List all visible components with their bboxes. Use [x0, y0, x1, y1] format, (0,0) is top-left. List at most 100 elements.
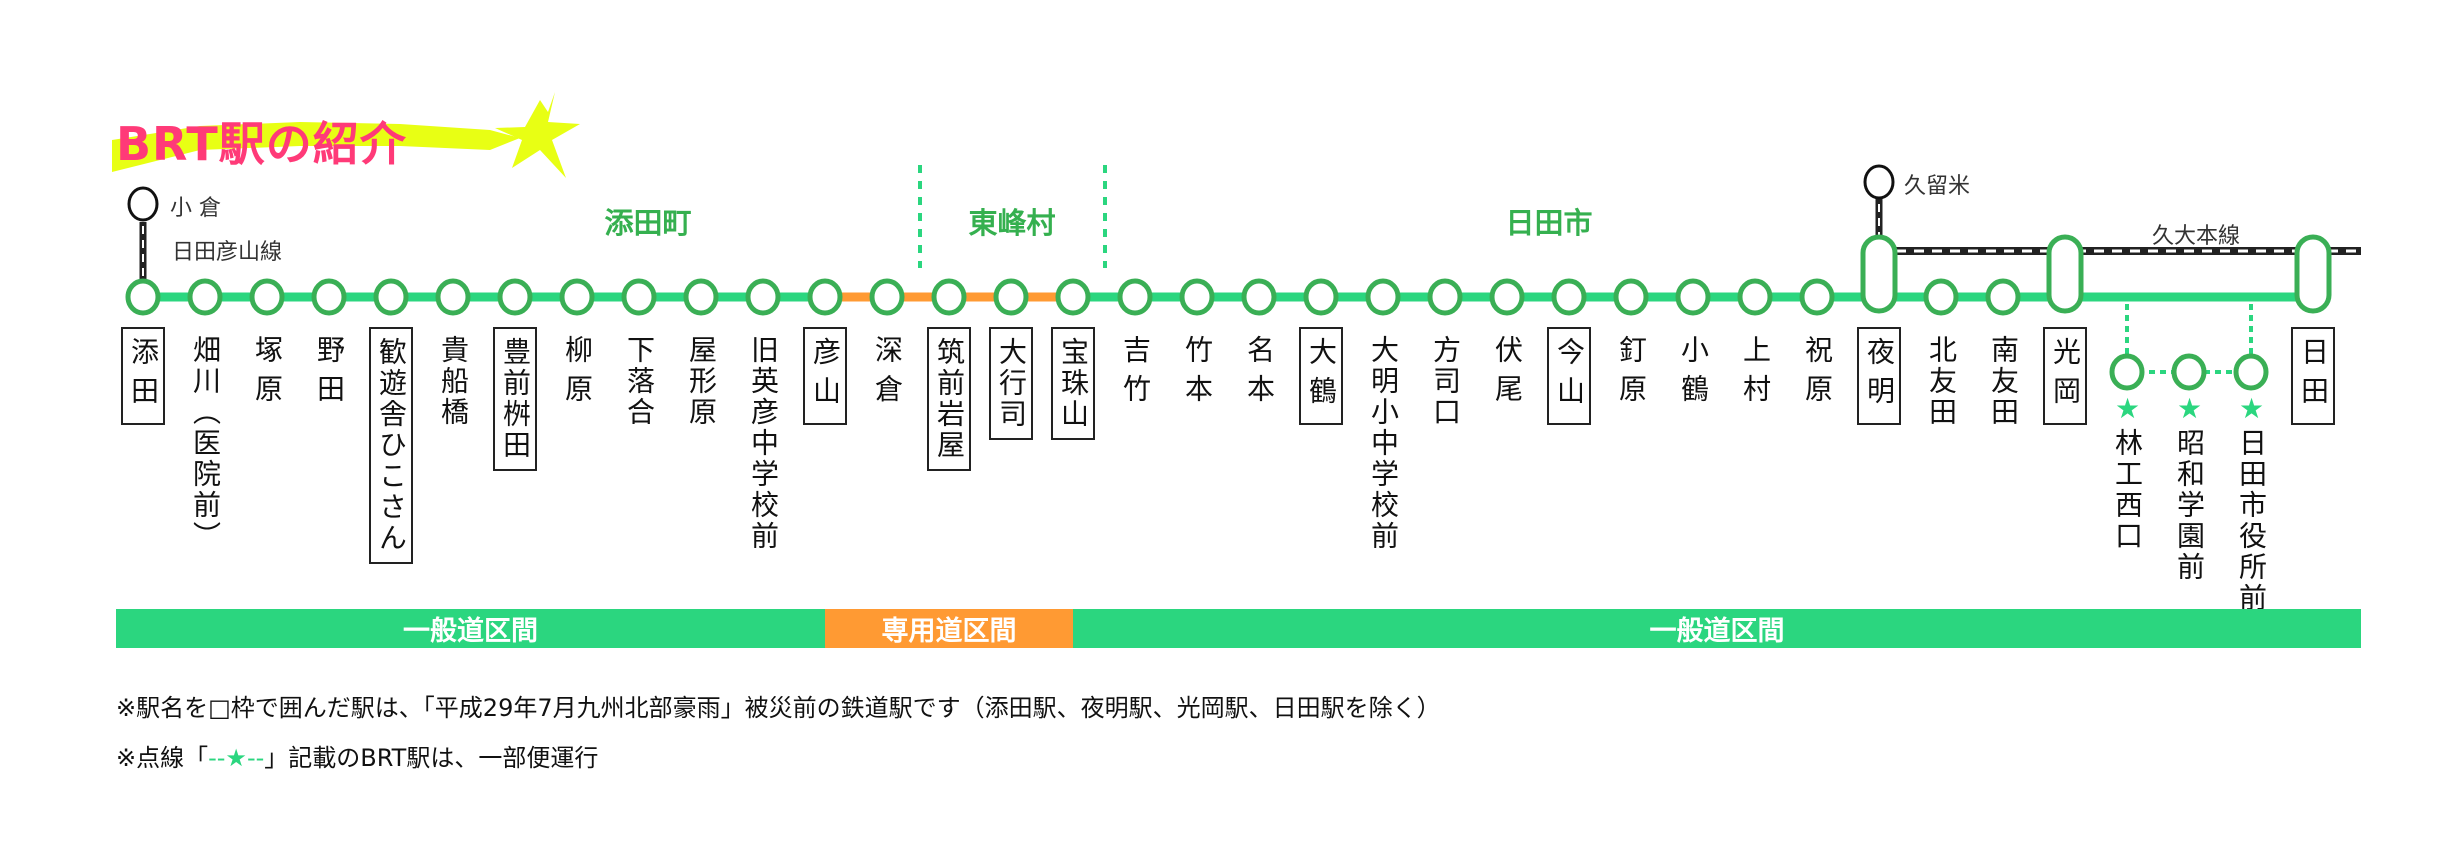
station-marker: [1365, 278, 1401, 316]
station-label: 下落合: [623, 335, 656, 428]
note-2: ※点線「--★--」記載のBRT駅は、一部便運行: [116, 738, 598, 773]
star-station-name: 昭和学園前: [2173, 428, 2206, 583]
section-general-road-2: 一般道区間: [1073, 609, 2361, 648]
station-label: 大行司: [989, 327, 1033, 440]
station-marker: [187, 278, 223, 316]
star-station-name: 日田市役所前: [2235, 428, 2268, 614]
station-marker: [249, 278, 285, 316]
station-marker: [1427, 278, 1463, 316]
station-label: 畑川（医院前）: [189, 335, 222, 552]
note-1: ※駅名を□枠で囲んだ駅は、「平成29年7月九州北部豪雨」被災前の鉄道駅です（添田…: [116, 688, 1441, 723]
section-dedicated-road: 専用道区間: [825, 609, 1073, 648]
section-general-road-1: 一般道区間: [116, 609, 825, 648]
station-marker-capsule: [1860, 234, 1898, 314]
station-label: 上村: [1739, 335, 1772, 413]
page-title: BRT駅の紹介: [116, 117, 407, 171]
kurume-station-icon: [1863, 164, 1895, 200]
station-label: 大明小中学校前: [1367, 335, 1400, 552]
station-marker: [1923, 278, 1959, 316]
kokura-station-icon: [127, 186, 159, 222]
station-label: 添田: [121, 327, 165, 425]
star-station-marker: [2109, 353, 2145, 391]
station-marker: [1117, 278, 1153, 316]
station-marker: [1675, 278, 1711, 316]
station-label: 祝原: [1801, 335, 1834, 413]
note-1-text-a: ※駅名を: [116, 694, 209, 722]
station-marker: [869, 278, 905, 316]
station-label: 柳原: [561, 335, 594, 413]
box-symbol: □: [208, 694, 231, 722]
hitahikosan-line-label: 日田彦山線: [172, 240, 283, 265]
station-label: 野田: [313, 335, 346, 413]
station-marker: [1799, 278, 1835, 316]
station-marker: [1737, 278, 1773, 316]
station-marker: [373, 278, 409, 316]
station-label: 伏尾: [1491, 335, 1524, 413]
station-label: 塚原: [251, 335, 284, 413]
region-toho: 東峰村: [968, 206, 1056, 240]
station-marker: [1179, 278, 1215, 316]
station-label: 貴船橋: [437, 335, 470, 428]
star-station-marker: [2171, 353, 2207, 391]
station-marker: [1055, 278, 1091, 316]
station-marker: [1551, 278, 1587, 316]
station-marker: [1241, 278, 1277, 316]
star-icon: ★: [2235, 392, 2268, 428]
station-label: 筑前岩屋: [927, 327, 971, 471]
station-label: 夜明: [1857, 327, 1901, 425]
station-marker: [311, 278, 347, 316]
star-station-marker: [2233, 353, 2269, 391]
station-marker: [683, 278, 719, 316]
star-icon: [495, 92, 580, 178]
station-marker: [1985, 278, 2021, 316]
station-marker: [1303, 278, 1339, 316]
station-marker: [435, 278, 471, 316]
note-2-text-a: ※点線「: [116, 744, 209, 772]
kyudai-line-label: 久大本線: [2152, 224, 2241, 249]
note-1-text-b: 枠で囲んだ駅は、「平成29年7月九州北部豪雨」被災前の鉄道駅です（添田駅、夜明駅…: [230, 694, 1441, 722]
star-icon: ★: [2111, 392, 2144, 428]
station-marker: [1489, 278, 1525, 316]
station-label: 宝珠山: [1051, 327, 1095, 440]
station-label: 竹本: [1181, 335, 1214, 413]
station-label: 北友田: [1925, 335, 1958, 428]
station-label: 小鶴: [1677, 335, 1710, 413]
station-marker: [621, 278, 657, 316]
title-swoosh: [112, 122, 520, 172]
station-marker: [807, 278, 843, 316]
station-label: 大鶴: [1299, 327, 1343, 425]
station-label: 今山: [1547, 327, 1591, 425]
note-2-text-b: 」記載のBRT駅は、一部便運行: [264, 744, 599, 772]
station-label: 南友田: [1987, 335, 2020, 428]
station-label: 日田: [2291, 327, 2335, 425]
station-label: 名本: [1243, 335, 1276, 413]
station-marker: [559, 278, 595, 316]
kurume-label: 久留米: [1904, 174, 1971, 199]
station-marker: [993, 278, 1029, 316]
station-label: 歓遊舎ひこさん: [369, 327, 413, 564]
region-hita: 日田市: [1505, 206, 1593, 240]
station-label: 光岡: [2043, 327, 2087, 425]
station-label: 屋形原: [685, 335, 718, 428]
star-station-label: ★林工西口: [2111, 392, 2144, 552]
station-marker: [931, 278, 967, 316]
station-marker: [1613, 278, 1649, 316]
star-icon: ★: [2173, 392, 2206, 428]
station-label: 釘原: [1615, 335, 1648, 413]
station-label: 吉竹: [1119, 335, 1152, 413]
star-station-name: 林工西口: [2111, 428, 2144, 552]
station-marker: [745, 278, 781, 316]
region-soeda: 添田町: [604, 206, 692, 240]
station-label: 深倉: [871, 335, 904, 413]
kokura-label: 小 倉: [170, 196, 221, 221]
station-marker: [125, 278, 161, 316]
star-station-label: ★昭和学園前: [2173, 392, 2206, 583]
station-marker: [497, 278, 533, 316]
star-station-label: ★日田市役所前: [2235, 392, 2268, 614]
station-label: 彦山: [803, 327, 847, 425]
dotted-star-symbol: --★--: [208, 744, 265, 772]
station-label: 旧英彦中学校前: [747, 335, 780, 552]
station-marker-capsule: [2294, 234, 2332, 314]
station-label: 豊前桝田: [493, 327, 537, 471]
